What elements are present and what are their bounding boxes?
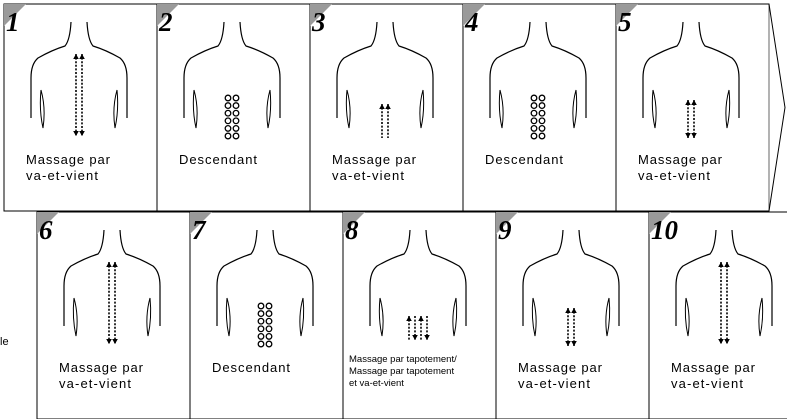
step-caption-line: Massage par	[59, 360, 144, 375]
step-caption-line: va-et-vient	[59, 376, 131, 391]
step-caption-line: va-et-vient	[332, 168, 404, 183]
step-number: 1	[6, 7, 20, 37]
step-caption-line: va-et-vient	[26, 168, 98, 183]
step-caption-line: Massage par tapotement/	[349, 354, 457, 365]
step-caption-line: Massage par	[332, 152, 417, 167]
step-number: 10	[651, 215, 679, 245]
step-number: 6	[39, 215, 53, 245]
step-caption-line: va-et-vient	[638, 168, 710, 183]
step-number: 9	[498, 215, 512, 245]
step-caption-line: Descendant	[212, 360, 290, 375]
step-caption-line: va-et-vient	[518, 376, 590, 391]
step-number: 5	[618, 7, 632, 37]
step-caption-line: Massage par	[26, 152, 111, 167]
step-caption-line: Massage par tapotement	[349, 366, 454, 377]
step-number: 3	[311, 7, 326, 37]
step-caption-line: Descendant	[179, 152, 257, 167]
step-caption-line: Massage par	[671, 360, 756, 375]
step-caption-line: va-et-vient	[671, 376, 743, 391]
step-caption-line: et va-et-vient	[349, 378, 404, 389]
step-caption-line: Massage par	[638, 152, 723, 167]
step-panel-1: 1Massage parva-et-vient	[4, 4, 173, 211]
step-number: 8	[345, 215, 359, 245]
step-number: 7	[192, 215, 207, 245]
step-panel-6: 6Massage parva-et-vient	[37, 212, 206, 419]
step-caption-line: Massage par	[518, 360, 603, 375]
step-number: 2	[158, 7, 173, 37]
step-caption-line: Descendant	[485, 152, 563, 167]
step-panel-4: 4Descendant	[463, 4, 632, 211]
step-number: 4	[464, 7, 479, 37]
